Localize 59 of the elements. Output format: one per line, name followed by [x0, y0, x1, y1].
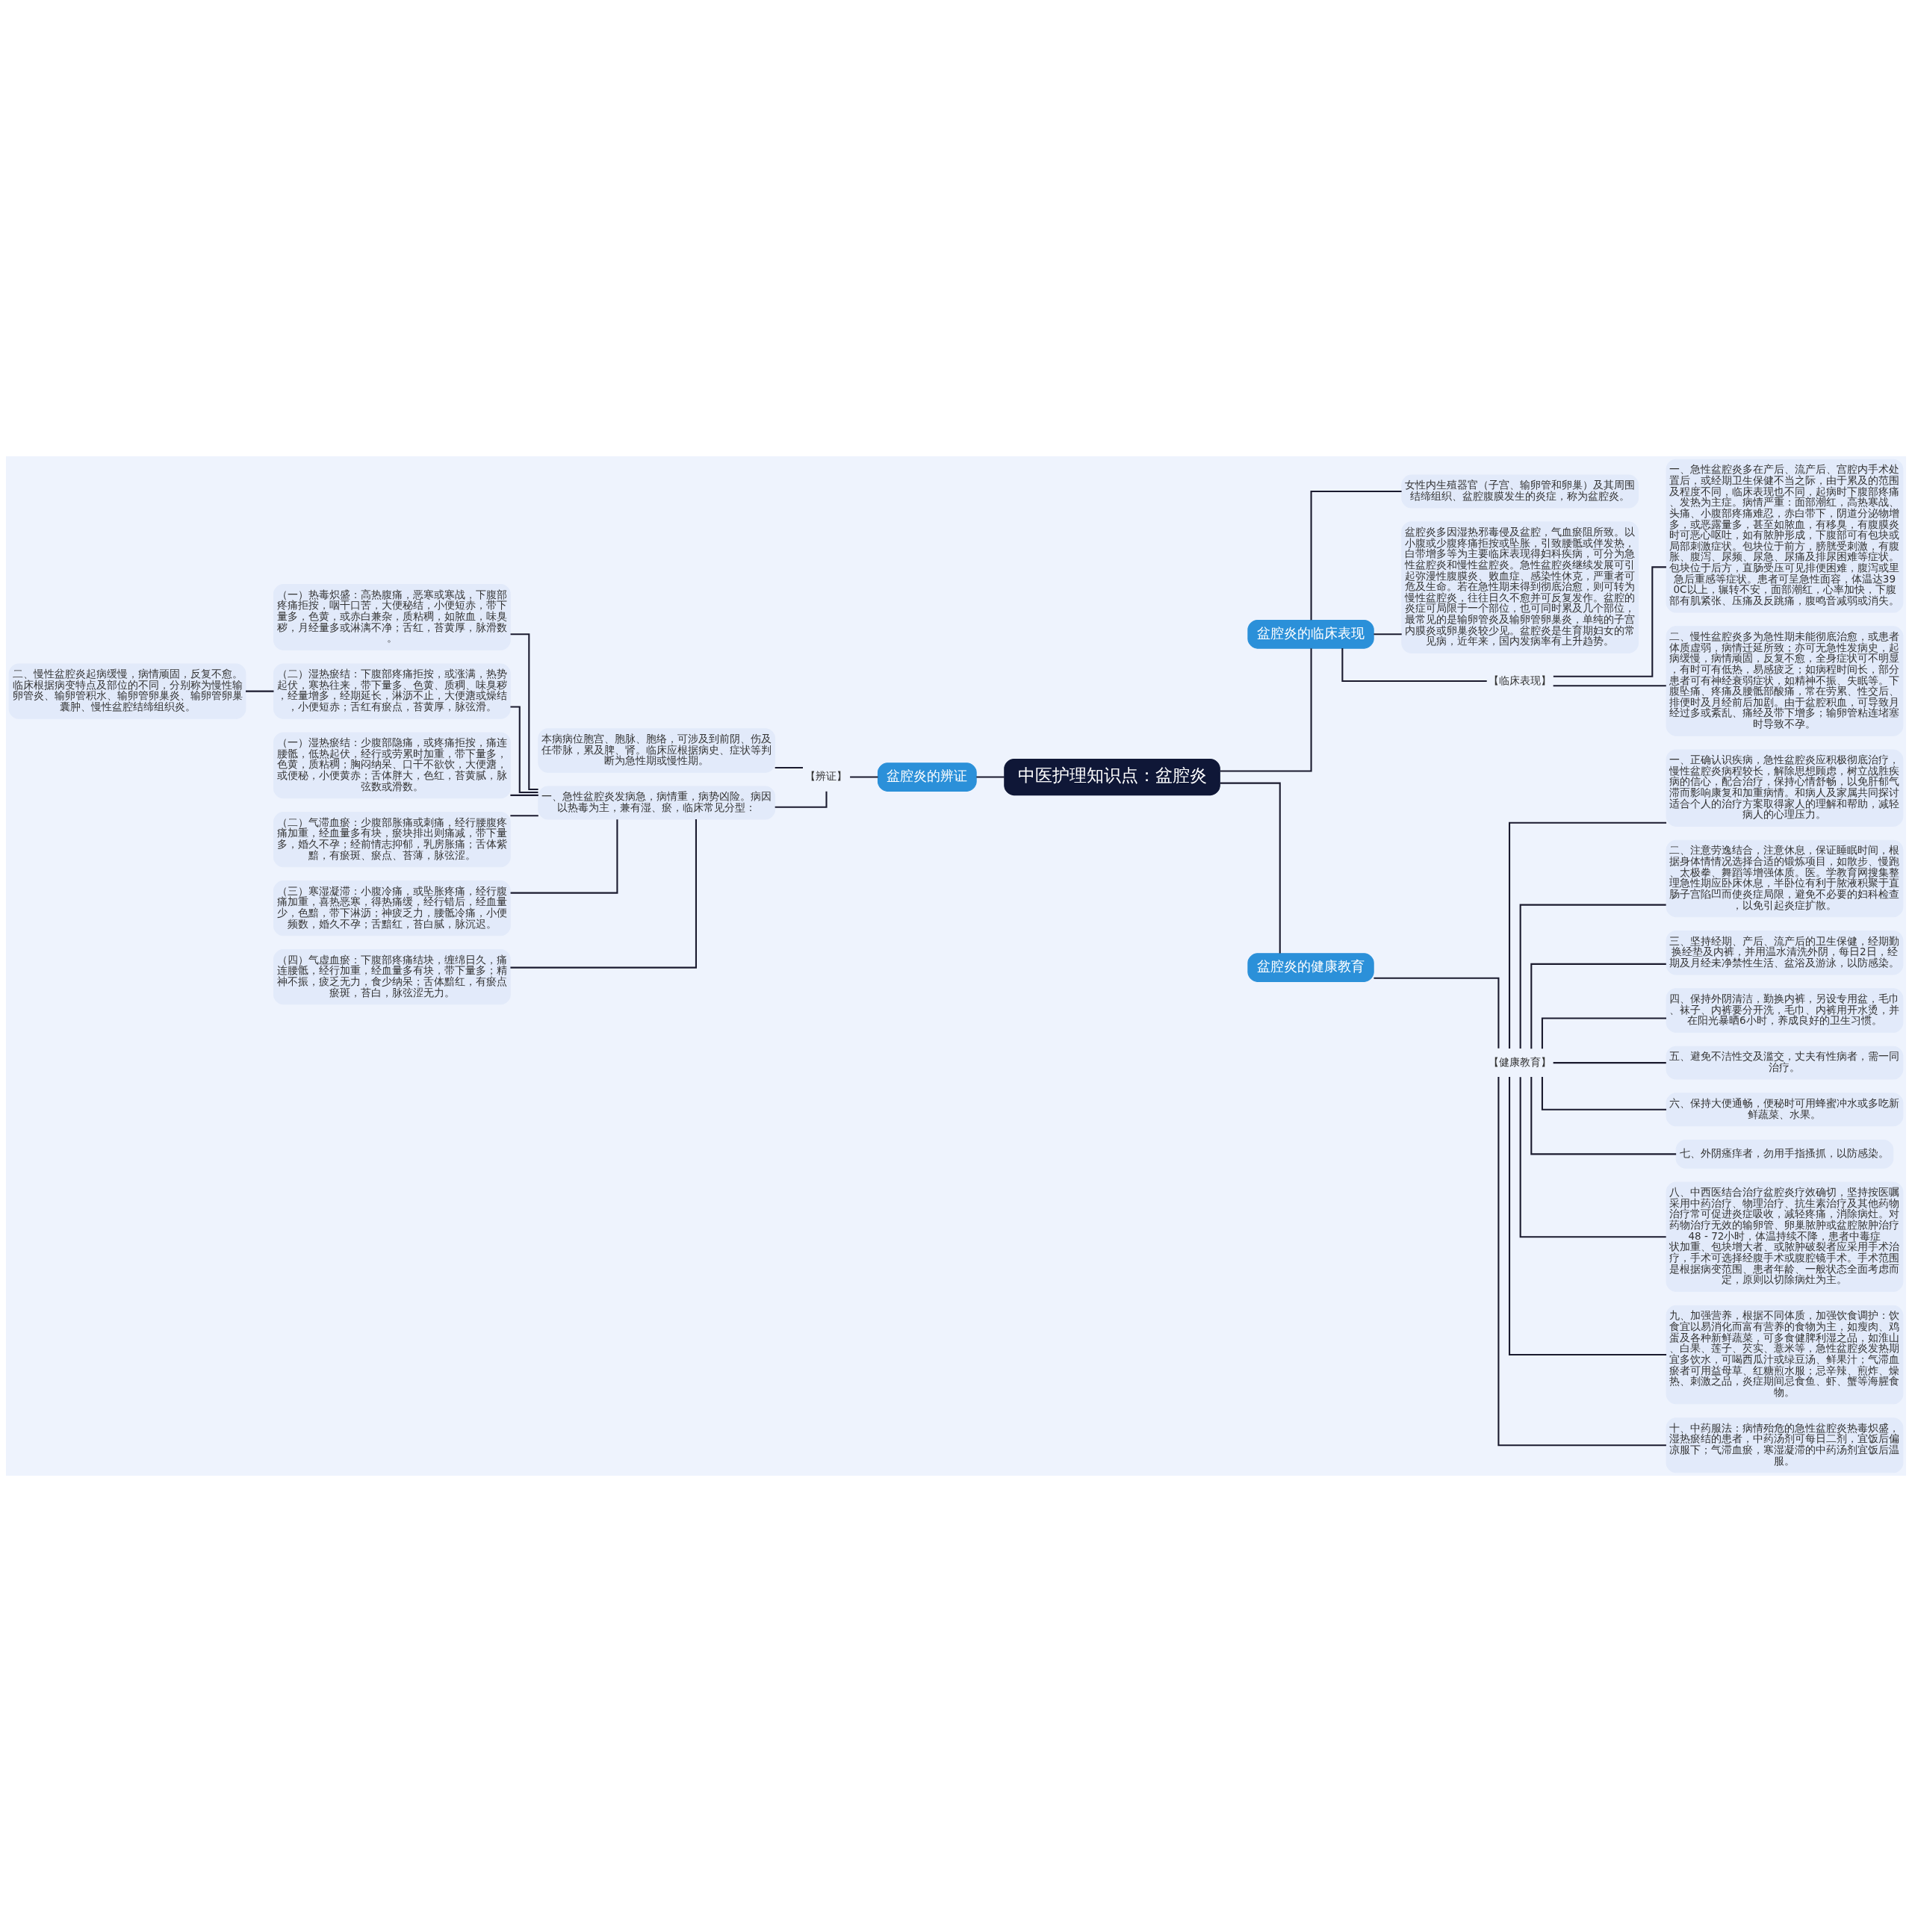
node-box: 本病病位胞宫、胞脉、胞络，可涉及到前阴、伤及任带脉，累及脾、肾。临床应根据病史、症状等判断为急性期或慢性期。 [538, 728, 776, 773]
connector [510, 819, 618, 894]
node-box: 九、加强营养，根据不同体质，加强饮食调护：饮食宜以易消化而富有营养的食物为主，如瘦肉、鸡蛋及各种新鲜蔬菜，可多食健脾利湿之品，如淮山、白果、莲子、芡实、薏米等，急性盆腔炎发热期宜多饮水，可喝西瓜汁或绿豆汤、鲜果汁；气滞血瘀者可用益母草、红糖煎水服；忌辛辣、煎炸、燥热、刺激之品，炎症期间忌食鱼、虾、蟹等海腥食物。 [1666, 1305, 1904, 1405]
node-box: 四、保持外阴清洁，勤换内裤，另设专用盆，毛巾、袜子、内裤要分开洗，毛巾、内裤用开水烫，并在阳光暴晒6小时，养成良好的卫生习惯。 [1666, 988, 1904, 1033]
connector [510, 633, 538, 791]
node-box: 盆腔炎的临床表现 [1247, 619, 1374, 649]
connector [510, 819, 697, 969]
connector [1530, 963, 1666, 1049]
node-box: 五、避免不洁性交及滥交，丈夫有性病者，需一同治疗。 [1666, 1046, 1904, 1080]
connector [1541, 1017, 1666, 1049]
connector [1509, 821, 1667, 1049]
node-box: 盆腔炎的辨证 [877, 762, 977, 792]
node-box: （二）气滞血瘀：少腹部胀痛或刺痛，经行腰腹疼痛加重，经血量多有块，瘀块排出则痛减，带下量多，婚久不孕；经前情志抑郁，乳房胀痛；舌体紫黯，有瘀斑、瘀点、苔薄，脉弦涩。 [273, 812, 511, 868]
connector [510, 815, 538, 817]
node-box: （四）气虚血瘀：下腹部疼痛结块，缠绵日久，痛连腰骶，经行加重，经血量多有块，带下量多；精神不振，疲乏无力，食少纳呆；舌体黯红，有瘀点瘀斑，苔白，脉弦涩无力。 [273, 949, 511, 1005]
connector [246, 690, 274, 692]
node-box: 盆腔炎多因湿热邪毒侵及盆腔，气血瘀阻所致。以小腹或少腹疼痛拒按或坠胀，引致腰骶或伴发热，白带增多等为主要临床表现得妇科疾病，可分为急性盆腔炎和慢性盆腔炎。急性盆腔炎继续发展可引起弥漫性腹膜炎、败血症、感染性休克，严重者可危及生命。若在急性期未得到彻底治愈，则可转为慢性盆腔炎，往往日久不愈并可反复发作。盆腔的炎症可局限于一个部位，也可同时累及几个部位，最常见的是输卵管炎及输卵管卵巢炎，单纯的子宫内膜炎或卵巢炎较少见。盆腔炎是生育期妇女的常见病，近年来，国内发病率有上升趋势。 [1401, 521, 1639, 653]
connector [775, 791, 828, 808]
connector [1530, 1076, 1677, 1155]
connector [775, 767, 803, 769]
node-box: 中医护理知识点：盆腔炎 [1004, 759, 1220, 796]
node-box: 二、慢性盆腔炎多为急性期未能彻底治愈，或患者体质虚弱，病情迁延所致；亦可无急性发病史，起病缓慢，病情顽固，反复不愈，全身症状可不明显，有时可有低热，易感疲乏；如病程时间长，部分患者可有神经衰弱症状，如精神不振、失眠等。下腹坠痛、疼痛及腰骶部酸痛，常在劳累、性交后、排便时及月经前后加剧。由于盆腔积血，可导致月经过多或紊乱、痛经及带下增多；输卵管粘连堵塞时导致不孕。 [1666, 626, 1904, 736]
node-box: （一）湿热瘀结：少腹部隐痛，或疼痛拒按，痛连腰骶，低热起伏，经行或劳累时加重，带下量多，色黄，质粘稠；胸闷纳呆、口干不欲饮，大便溏，或便秘，小便黄赤；舌体胖大，色红，苔黄腻，脉弦数或滑数。 [273, 732, 511, 799]
connector [1509, 1076, 1667, 1356]
connector [1220, 648, 1312, 772]
connector [976, 776, 1005, 778]
node-box: 三、坚持经期、产后、流产后的卫生保健，经期勤换经垫及内裤，并用温水清洗外阴，每日2日，经期及月经未净禁性生活、盆浴及游泳，以防感染。 [1666, 930, 1904, 975]
node-box: 二、慢性盆腔炎起病缓慢，病情顽固，反复不愈。临床根据病变特点及部位的不同，分别称为慢性输卵管炎、输卵管积水、输卵管卵巢炎、输卵管卵巢囊肿、慢性盆腔结缔组织炎。 [8, 663, 246, 719]
node-box: 二、注意劳逸结合，注意休息，保证睡眠时间，根据身体情情况选择合适的锻炼项目，如散步、慢跑、太极拳、舞蹈等增强体质。医。学教育网搜集整理急性期应卧床休息，半卧位有利于脓液积聚于直肠子宫陷凹而使炎症局限，避免不必要的妇科检查，以免引起炎症扩散。 [1666, 839, 1904, 918]
node-text: 【临床表现】 [1489, 674, 1552, 686]
connector [1553, 685, 1666, 687]
node-box: 六、保持大便通畅，便秘时可用蜂蜜冲水或多吃新鲜蔬菜、水果。 [1666, 1093, 1904, 1127]
connector [1541, 1076, 1666, 1111]
node-box: （二）湿热瘀结：下腹部疼痛拒按，或涨满，热势起伏，寒热往来，带下量多、色黄、质稠、味臭秽，经量增多，经期延长，淋沥不止，大便溏或燥结，小便短赤；舌红有瘀点，苔黄厚，脉弦滑。 [273, 663, 511, 719]
node-box: 女性内生殖器官（子宫、输卵管和卵巢）及其周围结缔组织、盆腔腹膜发生的炎症，称为盆腔炎。 [1401, 474, 1639, 509]
connector [1519, 1077, 1666, 1238]
connector [1519, 904, 1666, 1049]
node-text: 【健康教育】 [1489, 1055, 1552, 1068]
connector [1553, 566, 1666, 677]
node-box: 一、正确认识疾病，急性盆腔炎应积极彻底治疗，慢性盆腔炎病程较长，解除思想顾虑，树立战胜疾病的信心，配合治疗，保持心情舒畅，以免肝郁气滞而影响康复和加重病情。和病人及家属共同探讨适合个人的治疗方案取得家人的理解和帮助，减轻病人的心理压力。 [1666, 749, 1904, 827]
node-box: 十、中药服法：病情殆危的急性盆腔炎热毒炽盛，湿热瘀结的患者，中药汤剂可每日二剂，宜饭后偏凉服下；气滞血瘀，寒湿凝滞的中药汤剂宜饭后温服。 [1666, 1417, 1904, 1473]
connector [1374, 633, 1402, 636]
node-box: 盆腔炎的健康教育 [1247, 953, 1374, 982]
node-box: 八、中西医结合治疗盆腔炎疗效确切，坚持按医嘱采用中药治疗、物理治疗、抗生素治疗及其他药物治疗常可促进炎症吸收，减轻疼痛，消除病灶。对药物治疗无效的输卵管、卵巢脓肿或盆腔脓肿治疗48 - 72小时，体温持续不降，患者中毒症状加重、包块增大者、或脓肿破裂者应采用手术治疗，手术可选择经腹手术或腹腔镜手术。手术范围是根据病变范围、患者年龄、一般状态全面考虑而定，原则以切除病灶为主。 [1666, 1181, 1904, 1292]
connector [1374, 977, 1500, 1049]
node-box: （一）热毒炽盛：高热腹痛，恶寒或寒战，下腹部疼痛拒按，咽干口苦，大便秘结，小便短赤，带下量多，色黄，或赤白兼杂，质粘稠，如脓血，味臭秽，月经量多或淋漓不净；舌红，苔黄厚，脉滑数。 [273, 583, 511, 650]
node-box: 一、急性盆腔炎发病急，病情重，病势凶险。病因以热毒为主，兼有湿、瘀，临床常见分型： [538, 786, 776, 820]
node-box: （三）寒湿凝滞：小腹冷痛，或坠胀疼痛，经行腹痛加重，喜热恶寒，得热痛缓，经行错后，经血量少，色黯，带下淋沥；神疲乏力，腰骶冷痛，小便频数，婚久不孕；舌黯红，苔白腻，脉沉迟。 [273, 880, 511, 937]
connector [1497, 1076, 1666, 1447]
node-text: 【辨证】 [805, 770, 848, 783]
node-box: 一、急性盆腔炎多在产后、流产后、宫腔内手术处置后，或经期卫生保健不当之际，由于累及的范围及程度不同，临床表现也不同，起病时下腹部疼痛、发热为主症。病情严重：面部潮红，高热寒战、头痛、小腹部疼痛难忍，赤白带下，阴道分泌物增多，或恶露量多，甚至如脓血，有移臭，有腹膜炎时可恶心呕吐，如有脓肿形成，下腹部可有包块或局部刺激症状。包块位于前方，膀胱受刺激，有腹胀、腹泻、尿频、尿急、尿痛及排尿困难等症状。包块位于后方，直肠受压可见排便困难，腹泻或里急后重感等症状。患者可呈急性面容，体温达390C以上，辗转不安，面部潮红，心率加快，下腹部有肌紧张、压痛及反跳痛，腹鸣音减弱或消失。 [1666, 459, 1904, 613]
connector [510, 794, 538, 796]
connector [510, 706, 538, 793]
connector [1220, 782, 1281, 954]
connector [1553, 1062, 1666, 1064]
connector [1341, 648, 1487, 683]
connector [850, 776, 878, 778]
node-box: 七、外阴瘙痒者，勿用手指搔抓，以防感染。 [1675, 1140, 1894, 1169]
connector [1310, 491, 1402, 621]
